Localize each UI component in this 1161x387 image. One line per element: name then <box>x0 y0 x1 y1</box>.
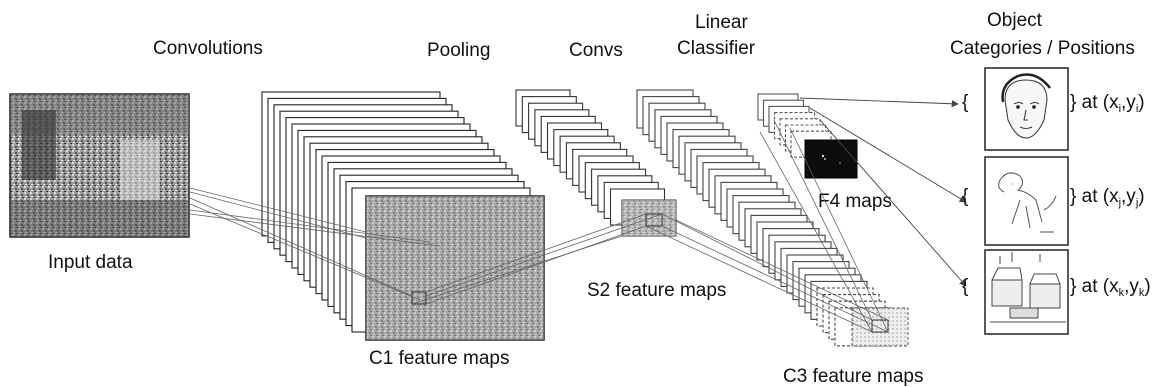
f4-to-output-arrows <box>799 97 967 287</box>
c3-to-f4-connections <box>759 119 889 333</box>
face-sketch-icon <box>1001 73 1051 139</box>
c1-feature-map-front <box>365 195 545 341</box>
output-brace: { <box>962 276 969 297</box>
label-convolutions: Convolutions <box>153 38 263 59</box>
position-prefix: } at (x <box>1070 92 1119 113</box>
output-position-label: } at (xi,yi) <box>1070 92 1145 115</box>
label-classifier: Classifier <box>677 38 756 59</box>
position-close: ) <box>1138 92 1144 113</box>
y-subscript: k <box>1139 287 1145 299</box>
c3-feature-map-stack <box>636 89 892 347</box>
label-convs: Convs <box>569 40 623 61</box>
label-c1-feature-maps: C1 feature maps <box>369 348 509 369</box>
position-sep: ,y <box>1121 92 1136 113</box>
y-subscript: j <box>1135 197 1138 209</box>
output-position-label: } at (xj,yj) <box>1070 186 1145 209</box>
label-s2-feature-maps: S2 feature maps <box>587 280 726 301</box>
room-sketch-icon <box>990 252 1066 323</box>
input-image <box>9 93 190 238</box>
s2-feature-map-front <box>621 199 677 237</box>
label-categories-positions: Categories / Positions <box>950 38 1135 59</box>
position-prefix: } at (x <box>1070 276 1119 297</box>
output-position-label: } at (xk,yk) <box>1070 276 1151 299</box>
output-brace: { <box>962 92 969 113</box>
position-sep: ,y <box>1121 186 1136 207</box>
output-brace: { <box>962 186 969 207</box>
f4-map-dark <box>804 139 858 179</box>
label-linear: Linear <box>695 12 748 33</box>
s2-feature-map-stack <box>515 89 666 226</box>
label-input-data: Input data <box>48 252 133 273</box>
input-to-c1-connections <box>189 187 441 301</box>
output-dog <box>984 156 1069 246</box>
x-subscript: i <box>1119 103 1121 115</box>
c1-to-s2-connections <box>411 213 663 305</box>
label-c3-feature-maps: C3 feature maps <box>783 366 923 387</box>
x-subscript: k <box>1119 287 1125 299</box>
label-pooling: Pooling <box>427 40 490 61</box>
output-face <box>984 67 1069 151</box>
position-prefix: } at (x <box>1070 186 1119 207</box>
x-subscript: j <box>1118 197 1121 209</box>
label-object: Object <box>987 10 1043 31</box>
position-close: ) <box>1144 276 1150 297</box>
position-sep: ,y <box>1124 276 1139 297</box>
dog-sketch-icon <box>998 172 1057 233</box>
position-close: ) <box>1138 186 1144 207</box>
label-f4-maps: F4 maps <box>818 191 892 212</box>
s2-to-c3-connections <box>645 213 889 333</box>
output-room <box>984 249 1069 335</box>
y-subscript: i <box>1136 103 1138 115</box>
